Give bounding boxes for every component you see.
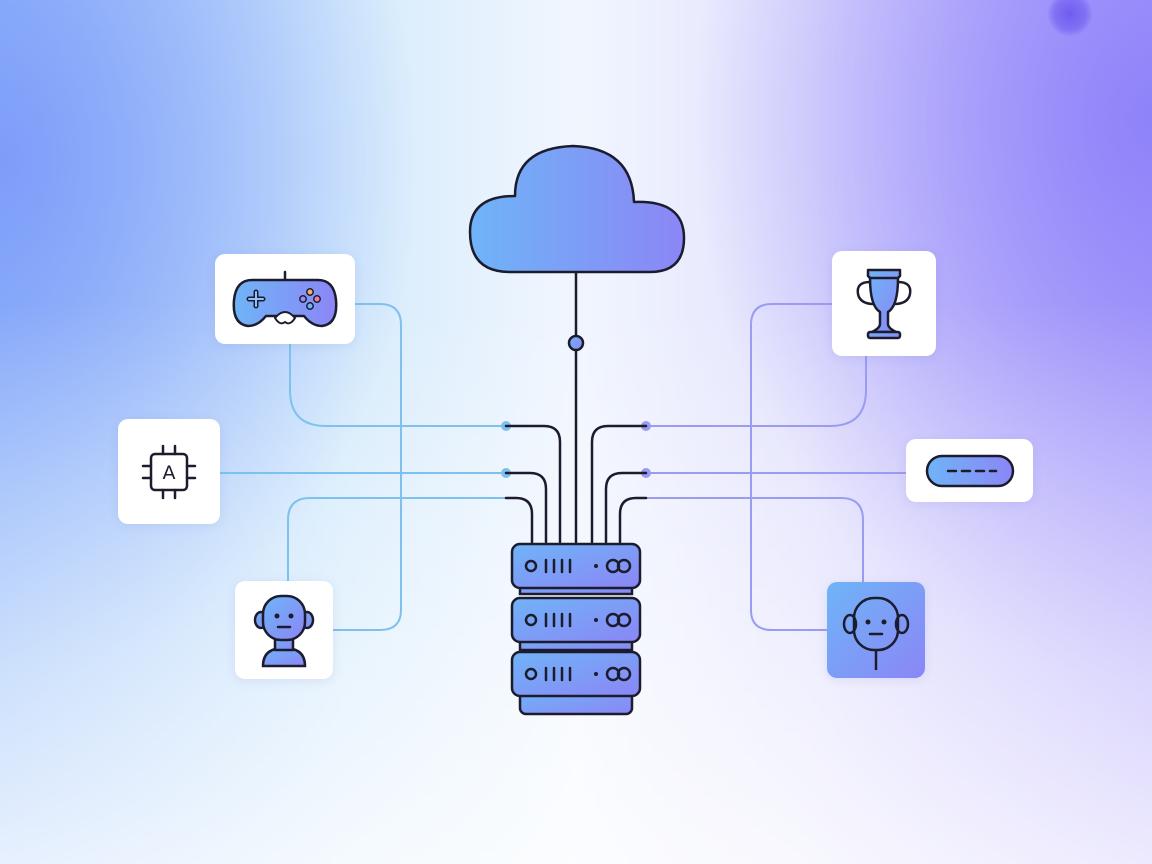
hub-wires <box>504 270 648 544</box>
server-rack-icon <box>510 542 642 716</box>
pill-button-icon <box>925 454 1014 487</box>
left-connectors <box>220 303 506 631</box>
wire-gamepad-to-hub <box>289 344 506 427</box>
robot-face-icon <box>842 596 910 670</box>
robot-face-node-card[interactable] <box>827 582 925 678</box>
trophy-icon <box>856 268 912 339</box>
cloud-icon <box>468 144 686 274</box>
junction-dots <box>501 421 651 478</box>
decorative-glow-dot <box>1048 0 1092 36</box>
pill-button-node-card[interactable] <box>906 439 1033 502</box>
wire-trophy-left-to-robot <box>750 303 832 631</box>
avatar-node-card[interactable] <box>235 581 333 679</box>
trophy-node-card[interactable] <box>832 251 936 356</box>
gamepad-node-card[interactable] <box>215 254 355 344</box>
ai-chip-node-card[interactable]: A <box>118 419 220 524</box>
wire-robot-to-hub <box>646 497 864 582</box>
chip-letter: A <box>163 462 176 484</box>
avatar-icon <box>253 594 315 668</box>
ai-chip-icon: A <box>141 444 197 499</box>
cloud-junction-dot <box>567 334 585 352</box>
gamepad-icon <box>232 270 338 328</box>
wire-trophy-to-hub <box>646 356 867 427</box>
wire-gamepad-right-to-avatar <box>333 303 402 631</box>
right-connectors <box>646 303 906 631</box>
wire-avatar-to-hub <box>287 497 506 581</box>
